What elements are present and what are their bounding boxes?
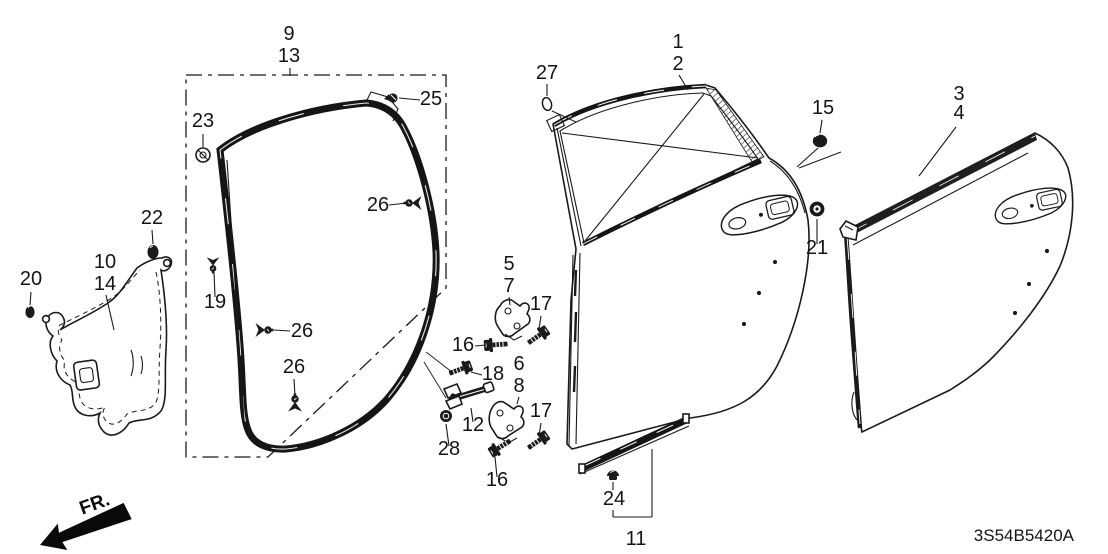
clip-26-mid-icon	[255, 322, 274, 338]
callout-26-mid[interactable]: 26	[291, 320, 313, 342]
callout-26-lower[interactable]: 26	[283, 356, 305, 378]
door-checker	[442, 381, 495, 411]
callout-21[interactable]: 21	[806, 237, 828, 259]
weatherstrip-seal	[216, 91, 440, 453]
lower-hinge	[488, 400, 525, 444]
callout-27[interactable]: 27	[536, 62, 558, 84]
diagram-code: 3S54B5420A	[974, 526, 1075, 545]
callout-9[interactable]: 9	[283, 23, 294, 45]
callout-26-upper[interactable]: 26	[367, 194, 389, 216]
bolt-17-upper-icon	[523, 323, 553, 350]
grommet-21-icon	[809, 201, 825, 217]
callout-28[interactable]: 28	[438, 438, 460, 460]
callout-23[interactable]: 23	[192, 110, 214, 132]
callout-12[interactable]: 12	[462, 414, 484, 436]
callout-11[interactable]: 11	[626, 528, 647, 550]
callout-5[interactable]: 5	[503, 253, 514, 275]
grommet-22-icon	[147, 245, 159, 259]
clip-26-lower-icon	[287, 393, 303, 412]
gasket-27-icon	[541, 96, 553, 112]
clip-24-icon	[607, 470, 619, 480]
weatherstrip-dashed-box	[185, 74, 447, 458]
callout-1[interactable]: 1	[672, 31, 683, 53]
callout-25[interactable]: 25	[420, 88, 442, 110]
callout-17-upper[interactable]: 17	[530, 293, 552, 315]
nut-28-icon	[440, 410, 452, 422]
upper-hinge	[494, 298, 531, 341]
clip-25-icon	[384, 93, 398, 103]
leader-lines	[29, 68, 957, 518]
callout-3[interactable]: 3	[953, 83, 964, 105]
callout-10[interactable]: 10	[94, 251, 116, 273]
callout-16-upper[interactable]: 16	[452, 334, 474, 356]
callout-18[interactable]: 18	[482, 363, 504, 385]
callout-7[interactable]: 7	[503, 275, 514, 297]
clip-19-icon	[206, 256, 220, 274]
door-panel	[545, 83, 810, 450]
callout-8[interactable]: 8	[513, 375, 524, 397]
fr-direction-indicator: FR.	[40, 489, 132, 550]
door-hole-seal	[41, 256, 173, 436]
door-skin	[839, 132, 1074, 434]
sill-molding	[578, 413, 690, 475]
callout-20[interactable]: 20	[20, 268, 42, 290]
bolt-17-lower-icon	[523, 428, 553, 455]
callout-15[interactable]: 15	[812, 97, 834, 119]
callout-14[interactable]: 14	[94, 273, 116, 295]
fr-arrow-icon	[40, 502, 132, 550]
callout-22[interactable]: 22	[141, 207, 163, 229]
callout-13[interactable]: 13	[278, 45, 300, 67]
clip-23-icon	[195, 147, 211, 163]
bolt-16-upper-icon	[483, 336, 509, 354]
callout-2[interactable]: 2	[672, 53, 683, 75]
grommet-20-icon	[25, 305, 35, 318]
callout-4[interactable]: 4	[953, 102, 964, 124]
callout-17-lower[interactable]: 17	[530, 400, 552, 422]
grommet-15-icon	[812, 134, 828, 148]
callout-6[interactable]: 6	[513, 353, 524, 375]
callout-24[interactable]: 24	[603, 488, 625, 510]
callout-19[interactable]: 19	[204, 291, 226, 313]
callout-16-lower[interactable]: 16	[486, 469, 508, 491]
bolt-18-icon	[446, 358, 475, 381]
